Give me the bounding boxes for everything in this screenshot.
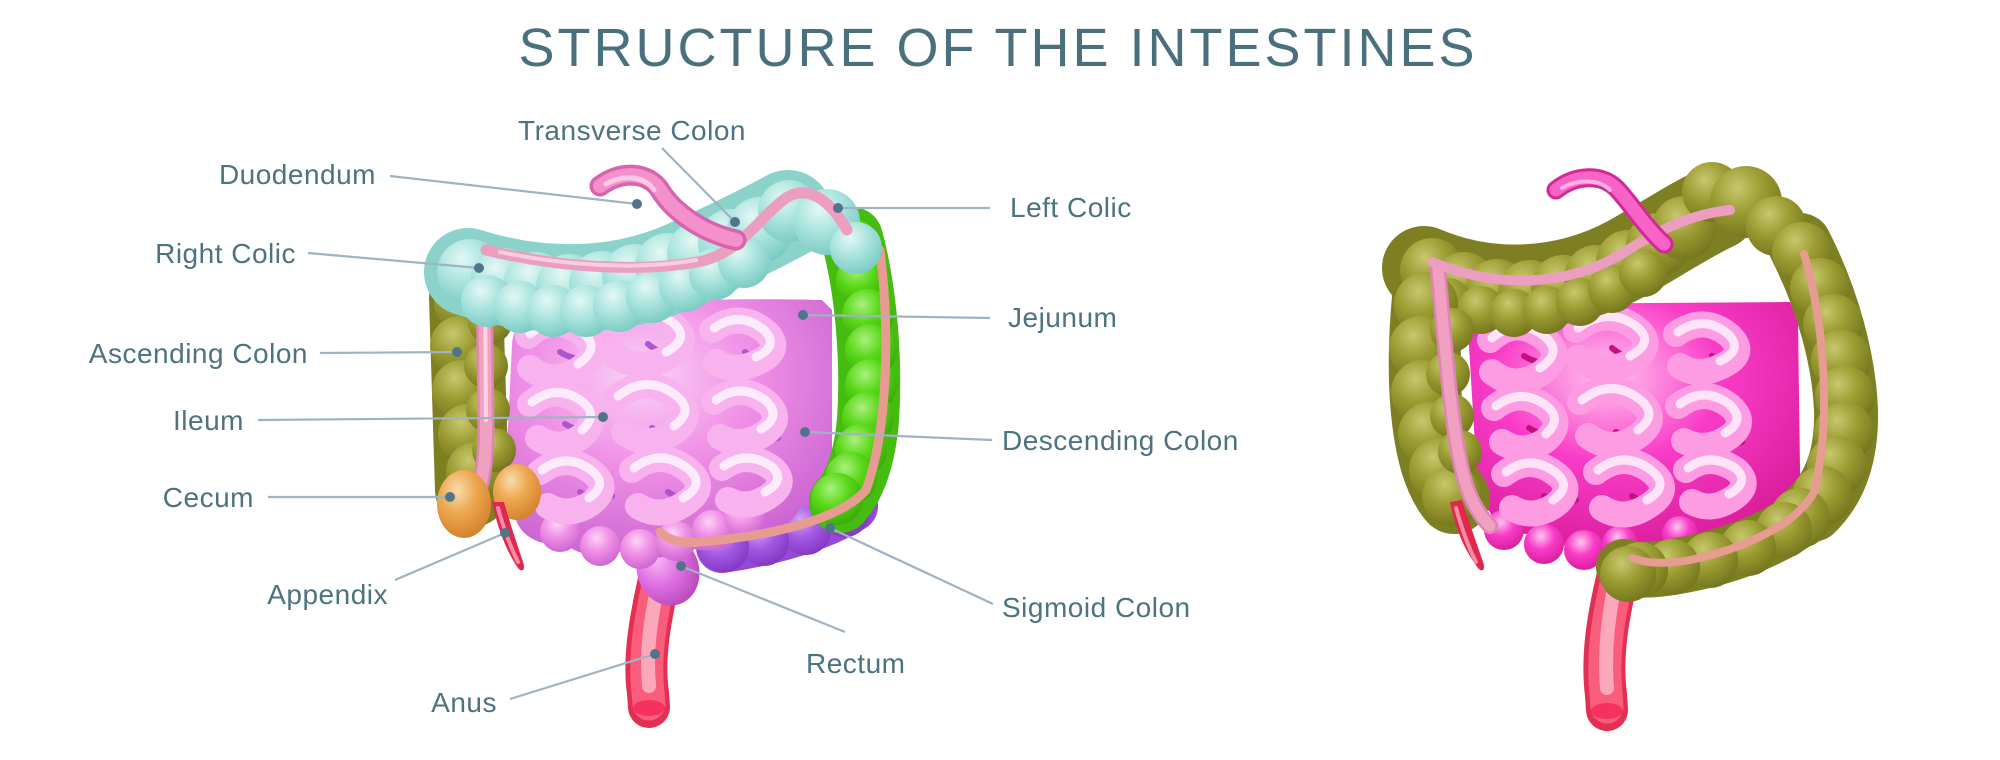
connector-jejunum [798,310,991,320]
connector-duodendum [389,174,642,209]
connector-left-colic [833,203,990,213]
connectors [257,147,994,701]
label-sigmoid-colon: Sigmoid Colon [1002,592,1191,623]
transverse-ribbon-highlight [498,250,698,268]
connector-anus [509,649,660,701]
connector-cecum [268,492,455,502]
page-title: STRUCTURE OF THE INTESTINES [518,18,1477,78]
label-descending-colon: Descending Colon [1002,425,1239,456]
label-duodendum: Duodendum [219,159,376,190]
unlabeled-intestine-figure [1382,162,1879,731]
connector-rectum [676,561,846,634]
label-ileum: Ileum [173,405,244,436]
labels: Transverse Colon Duodendum Right Colic A… [89,115,1239,718]
duodendum-shape-right [1546,168,1674,254]
label-appendix: Appendix [267,579,388,610]
connector-right-colic [307,251,484,273]
label-ascending-colon: Ascending Colon [89,338,308,369]
intestine-highlights [525,308,783,503]
label-rectum: Rectum [806,648,905,679]
labeled-intestine-figure [424,164,901,728]
duodendum-shape [589,164,747,251]
connector-transverse-colon [661,147,740,227]
connector-ileum [257,412,608,422]
appendix-shape-right [1450,500,1485,571]
transverse-ribbon-right [1427,205,1735,286]
label-anus: Anus [431,687,497,718]
small-intestine-shape-right [1468,302,1801,570]
connector-descending-colon [800,427,993,442]
label-right-colic: Right Colic [155,238,296,269]
small-intestine-shape [503,299,833,569]
label-left-colic: Left Colic [1010,192,1132,223]
connector-sigmoid-colon [825,523,994,605]
mesentery-ribbon [655,245,891,547]
label-transverse-colon: Transverse Colon [518,115,746,146]
intestine-highlights-right [1487,312,1747,505]
ileum-shape-right [1430,262,1498,534]
connector-ascending-colon [319,347,462,357]
connector-appendix [394,528,510,582]
label-cecum: Cecum [163,482,254,513]
label-jejunum: Jejunum [1008,302,1117,333]
mesentery-ribbon-right [1628,250,1829,567]
